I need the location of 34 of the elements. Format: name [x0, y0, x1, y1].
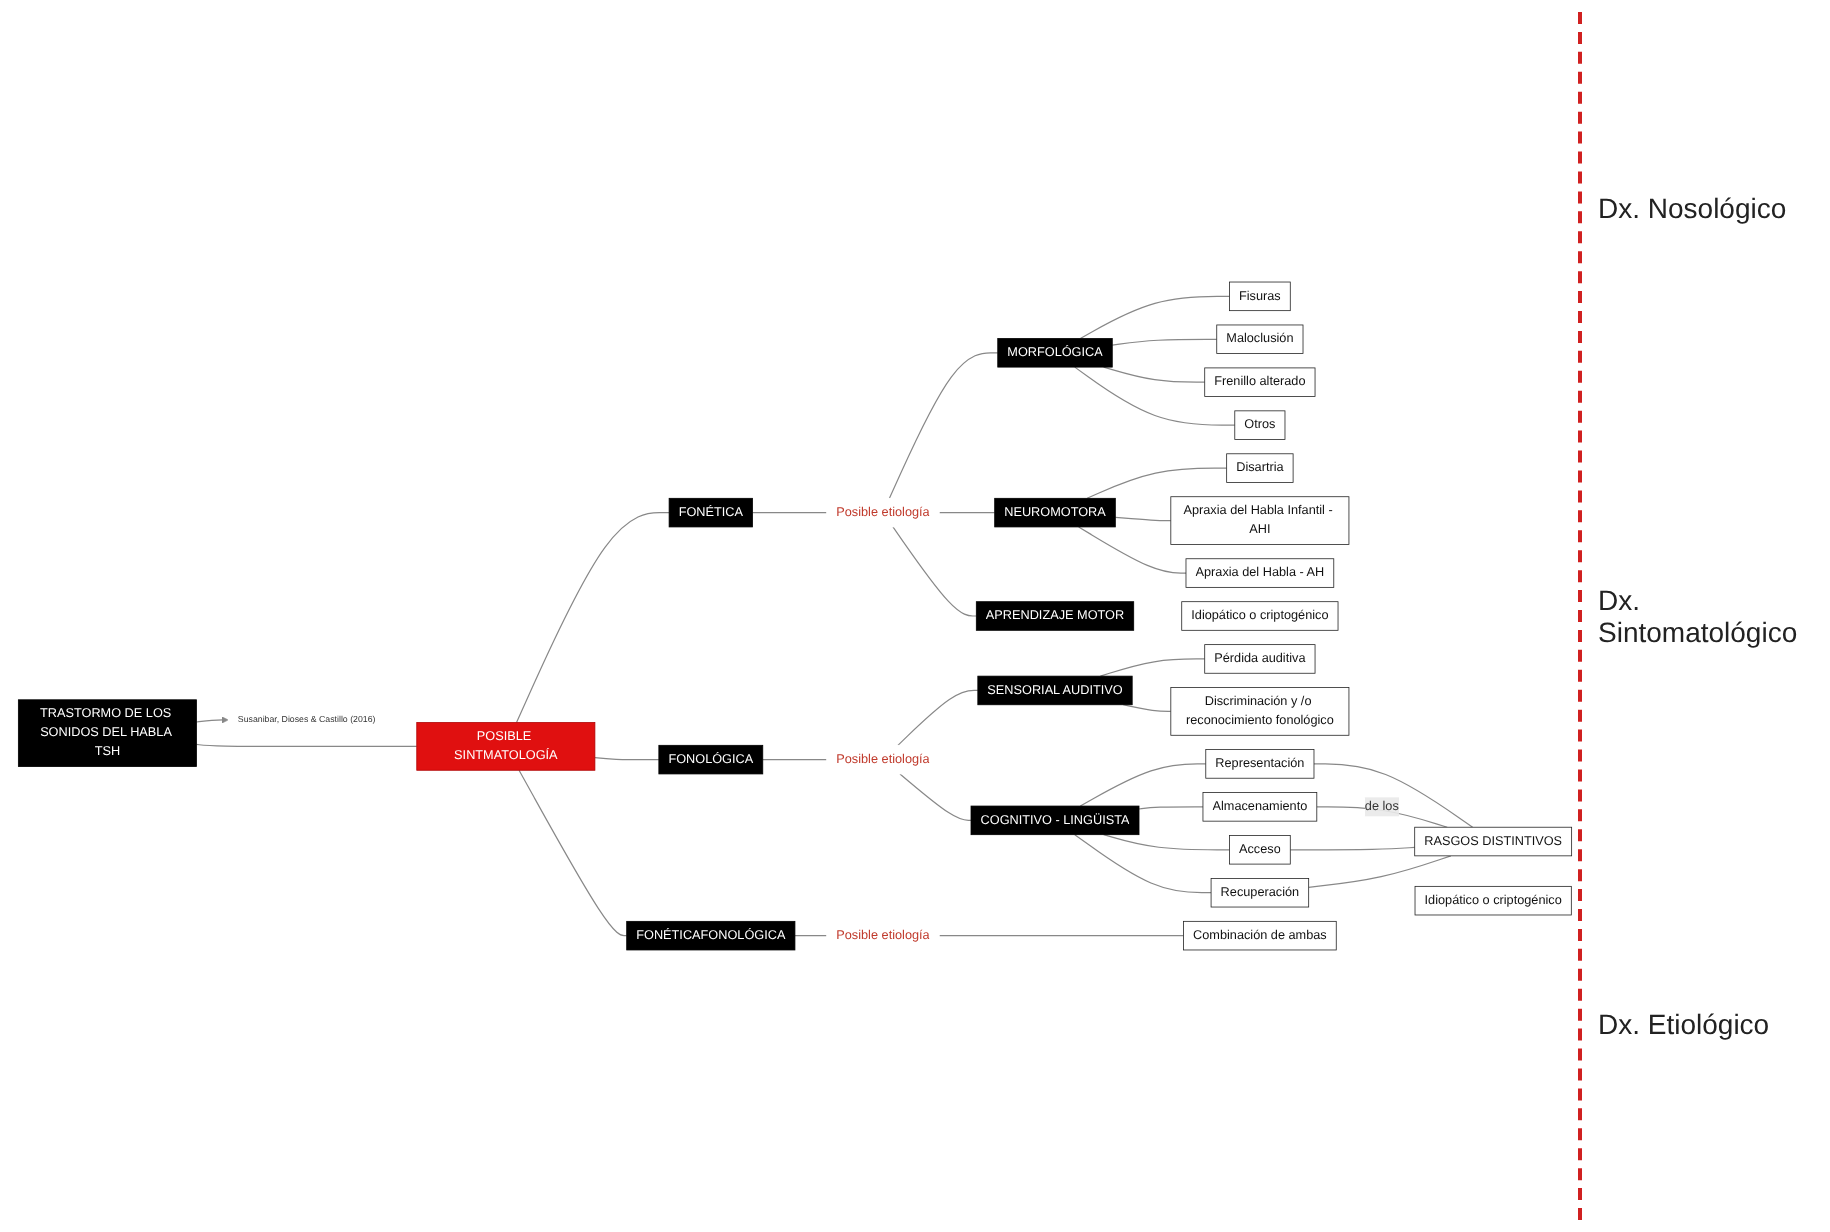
connector — [1074, 834, 1212, 894]
connector — [1079, 763, 1207, 807]
diagnosis-level-label: Dx. Nosológico — [1598, 192, 1789, 224]
connector — [751, 512, 828, 514]
diagnosis-level-label: Dx. Sintomatológico — [1598, 584, 1800, 648]
connector — [518, 769, 628, 937]
connector — [1313, 763, 1474, 828]
connector — [1103, 366, 1206, 383]
connector — [897, 689, 979, 746]
connector — [1316, 806, 1448, 828]
connector — [888, 352, 999, 499]
connector — [1079, 295, 1231, 340]
connector — [1074, 366, 1236, 426]
connector — [1086, 467, 1228, 499]
connector — [899, 773, 972, 821]
connector — [515, 512, 670, 724]
connector — [195, 743, 418, 747]
connector — [1114, 516, 1172, 522]
connector — [1078, 526, 1187, 574]
connector — [938, 512, 996, 514]
connector — [1308, 855, 1452, 888]
connector — [1099, 658, 1206, 677]
connector — [1289, 846, 1416, 851]
connector — [938, 935, 1185, 937]
connector — [1122, 704, 1172, 712]
connector — [594, 757, 660, 761]
connector — [762, 759, 828, 761]
arrow — [195, 716, 229, 724]
connector — [892, 526, 977, 617]
connector — [1138, 806, 1204, 810]
connector — [1103, 834, 1231, 851]
diagnosis-level-label: Dx. Etiológico — [1598, 1008, 1772, 1040]
connector — [794, 935, 828, 937]
connector — [1111, 338, 1218, 346]
